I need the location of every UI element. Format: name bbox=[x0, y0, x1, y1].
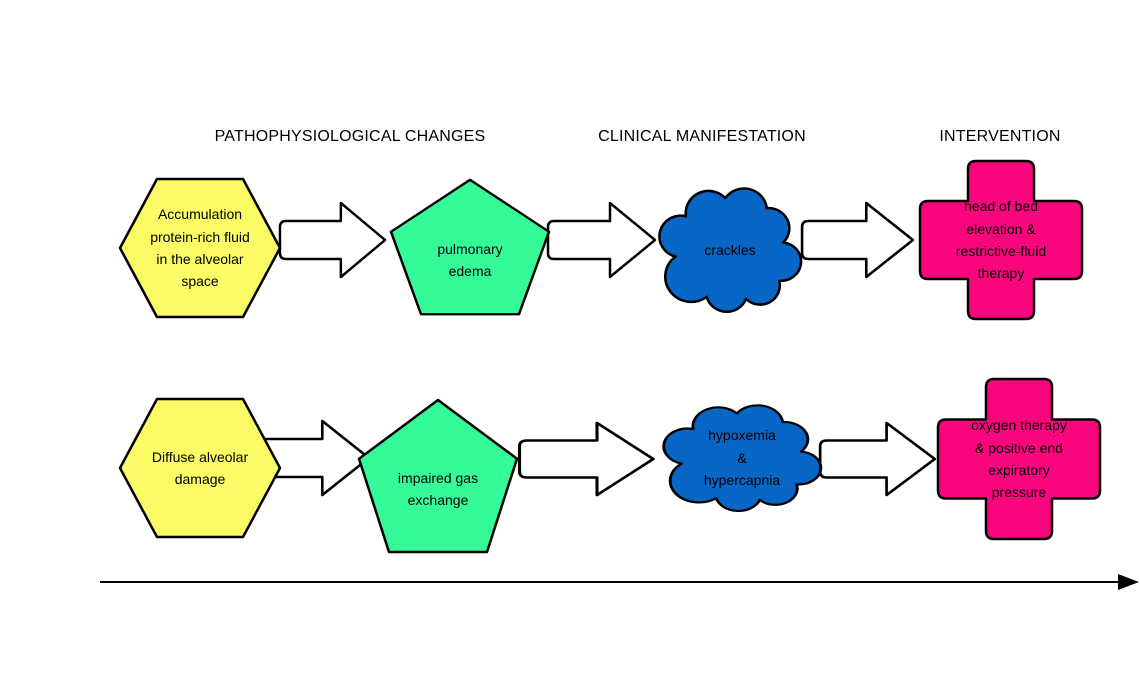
column-header-intervention: INTERVENTION bbox=[939, 128, 1061, 145]
flow-arrow-icon bbox=[278, 200, 388, 280]
hexagon-node-accumulation-fluid: Accumulation protein-rich fluid in the a… bbox=[118, 176, 282, 320]
flow-arrow-icon bbox=[517, 420, 657, 498]
cross-node-head-of-bed: head of bed elevation & restrictive-flui… bbox=[918, 159, 1084, 321]
cloud-node-hypoxemia-hypercapnia: hypoxemia & hypercapnia bbox=[661, 398, 823, 518]
cloud-node-crackles: crackles bbox=[657, 180, 803, 320]
flow-arrow-icon bbox=[800, 200, 916, 280]
flow-arrow-icon bbox=[546, 200, 658, 280]
flow-arrow-icon bbox=[818, 420, 938, 498]
cross-node-oxygen-therapy: oxygen therapy & positive end expiratory… bbox=[936, 377, 1102, 541]
timeline-arrow-icon bbox=[94, 568, 1140, 596]
pentagon-node-impaired-gas-exchange: impaired gas exchange bbox=[357, 398, 519, 554]
column-header-pathophysiological-changes: PATHOPHYSIOLOGICAL CHANGES bbox=[214, 128, 486, 145]
column-header-clinical-manifestation: CLINICAL MANIFESTATION bbox=[598, 128, 806, 145]
hexagon-node-diffuse-alveolar-damage: Diffuse alveolar damage bbox=[118, 396, 282, 540]
pentagon-node-pulmonary-edema: pulmonary edema bbox=[389, 178, 551, 316]
